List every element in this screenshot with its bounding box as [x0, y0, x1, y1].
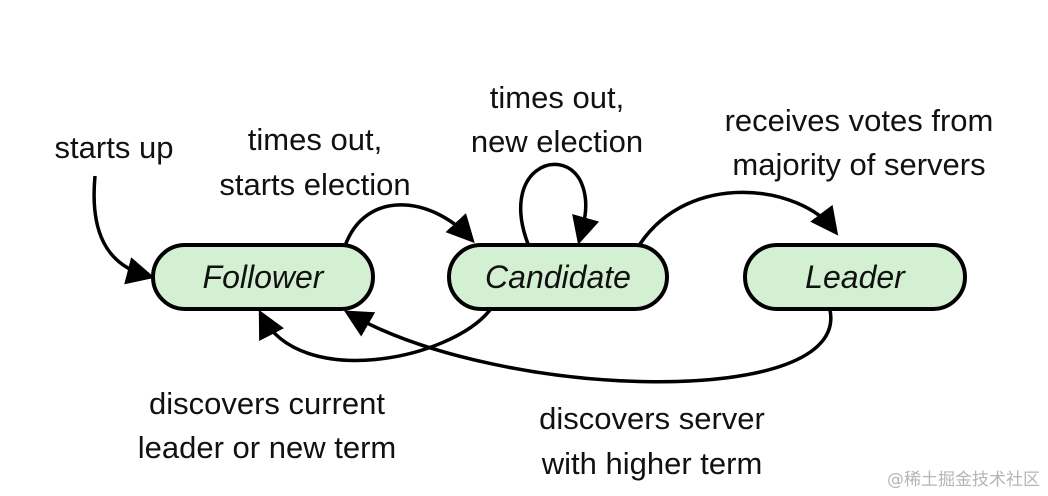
label-receives-votes-b: majority of servers [732, 147, 985, 182]
label-times-out-1a: times out, [248, 122, 382, 157]
label-times-out-2b: new election [471, 124, 643, 159]
label-times-out-2a: times out, [490, 80, 624, 115]
arrow-candidate-to-follower [258, 308, 492, 363]
label-discovers-server-b: with higher term [541, 446, 763, 481]
arrow-follower-to-candidate [343, 203, 475, 247]
node-leader-label: Leader [805, 259, 906, 295]
node-leader: Leader [743, 243, 967, 311]
arrow-leader-to-follower [343, 309, 833, 384]
watermark: @稀土掘金技术社区 [887, 470, 1040, 490]
node-candidate: Candidate [447, 243, 669, 311]
label-discovers-leader-a: discovers current [149, 386, 385, 421]
label-starts-up: starts up [55, 130, 174, 165]
label-receives-votes-a: receives votes from [725, 103, 994, 138]
node-follower-label: Follower [203, 259, 325, 295]
arrow-candidate-to-leader [638, 190, 839, 245]
arrow-starts-up [92, 175, 155, 285]
node-follower: Follower [151, 243, 375, 311]
node-candidate-label: Candidate [485, 259, 631, 295]
arrow-candidate-self-loop [519, 162, 600, 245]
label-discovers-leader-b: leader or new term [138, 430, 396, 465]
label-discovers-server-a: discovers server [539, 401, 765, 436]
label-times-out-1b: starts election [219, 167, 410, 202]
